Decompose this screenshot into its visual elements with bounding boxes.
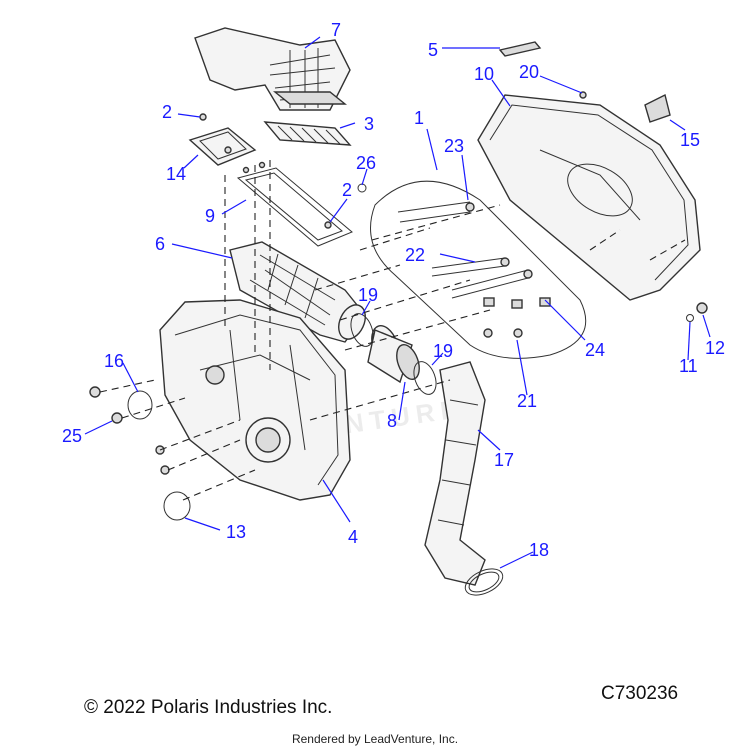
- callout-14: 14: [166, 164, 186, 184]
- callout-13: 13: [226, 522, 246, 542]
- part-oring-11: [686, 314, 694, 322]
- callout-9: 9: [205, 206, 215, 226]
- part-decal-15: [644, 93, 671, 123]
- part-screw-20: [579, 91, 587, 99]
- part-cover-plate: [188, 113, 257, 166]
- callout-2a: 2: [162, 102, 172, 122]
- callout-18: 18: [529, 540, 549, 560]
- callout-19b: 19: [433, 341, 453, 361]
- part-outlet-clamp: [464, 568, 504, 596]
- alignment-lines: [99, 160, 686, 501]
- callout-24: 24: [585, 340, 605, 360]
- callout-22: 22: [405, 245, 425, 265]
- callout-2b: 2: [342, 180, 352, 200]
- callout-11: 11: [679, 356, 698, 376]
- callout-8: 8: [387, 411, 397, 431]
- leader-lines: [84, 36, 711, 569]
- callout-17: 17: [494, 450, 514, 470]
- callout-6: 6: [155, 234, 165, 254]
- part-outlet-duct: [424, 361, 486, 586]
- part-plug-12: [696, 302, 708, 314]
- part-oring-13: [163, 491, 191, 521]
- rendered-by-text: Rendered by LeadVenture, Inc.: [291, 732, 459, 746]
- callout-23: 23: [444, 136, 464, 156]
- callout-19a: 19: [358, 285, 378, 305]
- callout-1: 1: [414, 108, 424, 128]
- part-screw-2b: [324, 221, 332, 229]
- callout-12: 12: [705, 338, 725, 358]
- part-intake-duct: [194, 27, 351, 111]
- diagram-code: C730236: [601, 683, 679, 704]
- callout-15: 15: [680, 130, 700, 150]
- callout-16: 16: [104, 351, 124, 371]
- part-decal-5: [498, 41, 542, 57]
- part-long-bolts: [397, 201, 551, 338]
- part-outer-clutch-cover: [477, 94, 701, 301]
- part-oring-26: [357, 183, 367, 193]
- part-inner-clutch-cover: [159, 299, 351, 501]
- copyright-text: © 2022 Polaris Industries Inc.: [84, 697, 333, 718]
- callout-7: 7: [331, 20, 341, 40]
- part-clamp-upper: [350, 313, 374, 347]
- callout-25: 25: [62, 426, 82, 446]
- callout-26: 26: [356, 153, 376, 173]
- callout-3: 3: [364, 114, 374, 134]
- part-plug-top: [89, 386, 101, 398]
- callout-20: 20: [519, 62, 539, 82]
- part-filter-grate: [263, 121, 352, 146]
- callout-5: 5: [428, 40, 438, 60]
- part-lower-intake-duct: [229, 241, 366, 343]
- callout-10: 10: [474, 64, 494, 84]
- callout-numbers: 1 2 2 3 4 5 6 7 8 9 10 11 12 13 14 15 16…: [62, 20, 725, 560]
- part-gasket-frame: [236, 161, 353, 247]
- part-clamp-lower: [413, 361, 437, 395]
- part-seal-ring: [370, 180, 587, 359]
- callout-21: 21: [517, 391, 537, 411]
- part-plug-25: [111, 412, 123, 424]
- part-oring-16: [127, 390, 153, 420]
- callout-4: 4: [348, 527, 358, 547]
- part-plug-lowest: [160, 465, 170, 475]
